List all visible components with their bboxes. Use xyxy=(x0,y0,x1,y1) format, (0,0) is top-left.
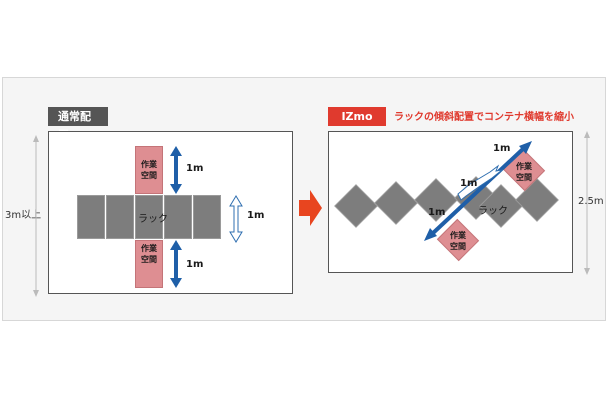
work-space-label: 作業 xyxy=(141,160,157,169)
dimension-arrow-icon xyxy=(584,131,590,275)
work-space-label: 作業 xyxy=(141,244,157,253)
rack xyxy=(135,195,163,239)
work-space-label-group: 作業 空間 xyxy=(446,230,470,252)
izmo-caption: ラックの傾斜配置でコンテナ横幅を縮小 xyxy=(394,112,574,123)
distance-label-right: 1m xyxy=(247,210,265,221)
rack xyxy=(164,195,192,239)
rack-label: ラック xyxy=(138,214,168,225)
double-arrow-icon xyxy=(170,240,182,288)
rack xyxy=(77,195,105,239)
work-space-label: 空間 xyxy=(516,173,532,182)
rack xyxy=(414,178,458,222)
izmo-tag: IZmo xyxy=(328,107,386,126)
double-arrow-icon xyxy=(457,164,504,201)
distance-label-top: 1m xyxy=(493,143,511,154)
work-space-label: 作業 xyxy=(516,162,532,171)
work-space-label: 空間 xyxy=(141,171,157,180)
rack xyxy=(193,195,221,239)
work-space-label: 作業 xyxy=(450,231,466,240)
work-space-label: 空間 xyxy=(450,242,466,251)
dimension-arrow-icon xyxy=(33,135,39,297)
rack xyxy=(479,184,523,228)
work-space-label: 空間 xyxy=(141,255,157,264)
height-label-right: 2.5m xyxy=(578,196,604,207)
rack xyxy=(334,184,378,228)
distance-label-bottom: 1m xyxy=(186,259,204,270)
work-space-bottom xyxy=(436,218,480,262)
work-space-label-group: 作業 空間 xyxy=(512,161,536,183)
rack-label-rotated: ラック xyxy=(478,206,508,217)
distance-label-top: 1m xyxy=(186,163,204,174)
work-space-bottom: 作業 空間 xyxy=(135,240,163,288)
double-arrow-icon xyxy=(229,195,243,243)
double-arrow-icon xyxy=(424,141,532,241)
height-label-left: 3m以上 xyxy=(5,210,42,221)
distance-label-bottom: 1m xyxy=(428,207,446,218)
double-arrow-icon xyxy=(170,146,182,194)
work-space-top: 作業 空間 xyxy=(135,146,163,194)
distance-label-mid: 1m xyxy=(460,178,478,189)
rack xyxy=(106,195,134,239)
rack-row-rotated xyxy=(334,176,559,228)
rack xyxy=(374,181,418,225)
transition-arrow-icon xyxy=(299,190,322,226)
